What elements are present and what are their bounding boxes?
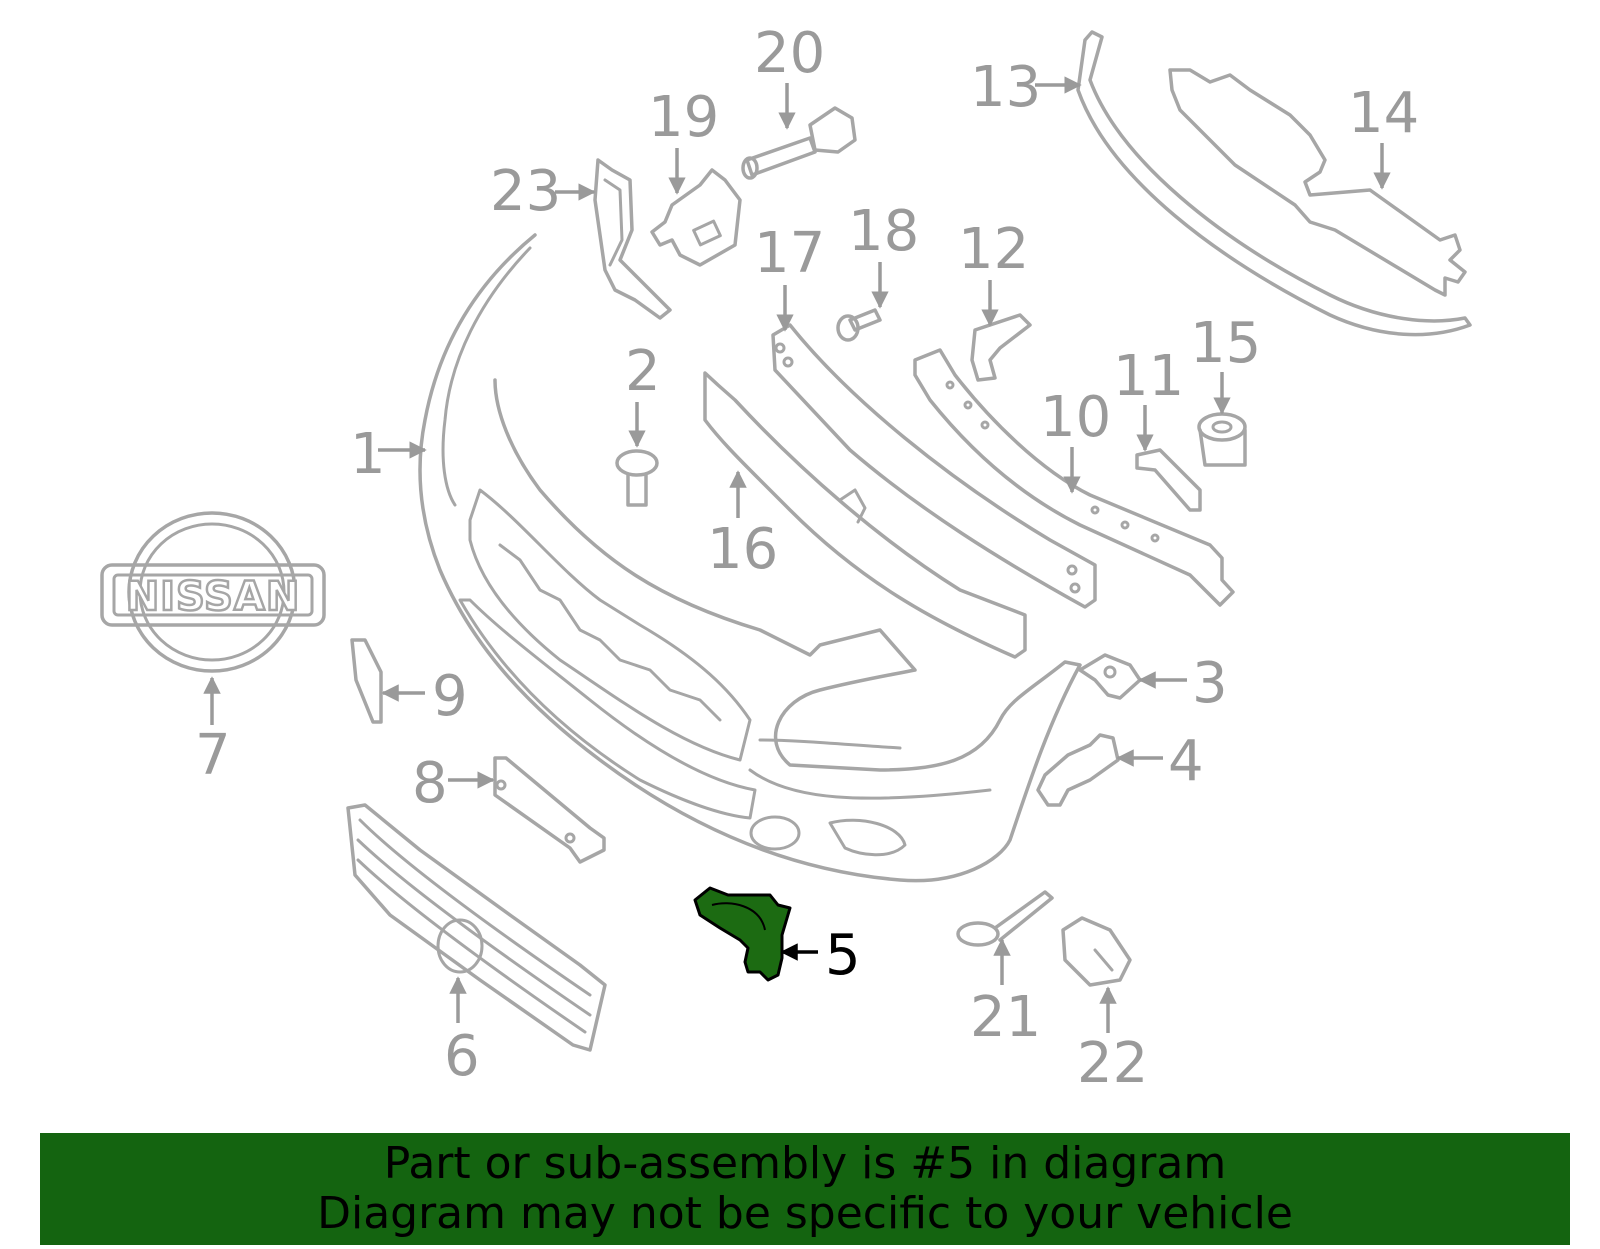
callout-10: 10 [1040,385,1111,450]
screw-part [836,308,882,342]
fastener-part [1036,733,1120,807]
cap-part [1061,916,1132,987]
banner-line-1: Part or sub-assembly is #5 in diagram [383,1138,1227,1189]
license-bracket-part [493,756,606,864]
callout-15: 15 [1190,311,1261,376]
callout-11: 11 [1113,344,1184,409]
reinforcement-bar-part [771,323,1097,609]
bolt-part [741,106,857,180]
mounting-rail-part [913,348,1235,607]
grommet-part [1197,412,1247,467]
callout-22: 22 [1077,1031,1148,1096]
small-bracket-part [970,313,1032,382]
info-banner: Part or sub-assembly is #5 in diagram Di… [40,1133,1570,1245]
banner-line-2: Diagram may not be specific to your vehi… [317,1188,1293,1239]
side-plate-part [350,638,383,724]
callout-18: 18 [848,199,919,264]
callout-6: 6 [444,1024,480,1089]
callout-20: 20 [754,21,825,86]
tow-hook-part [956,890,1054,947]
side-bracket-part [593,158,672,320]
callout-17: 17 [754,221,825,286]
callout-2: 2 [625,339,661,404]
clip-nut-part [1078,653,1142,700]
emblem-badge-text: NISSAN [126,574,301,620]
trim-strip-part [1076,30,1472,337]
sensor-unit-part [650,168,742,267]
callout-14: 14 [1348,81,1419,146]
nissan-emblem-part: NISSAN [100,511,326,673]
callout-8: 8 [412,751,448,816]
callout-16: 16 [707,517,778,582]
callout-12: 12 [958,217,1029,282]
callout-4: 4 [1168,729,1204,794]
callout-3: 3 [1192,651,1228,716]
grille-part [346,803,607,1052]
push-clip-part [615,449,659,507]
callout-5[interactable]: 5 [825,923,861,988]
callout-23: 23 [490,159,561,224]
splash-guard-part [1168,68,1467,297]
callout-21: 21 [970,985,1041,1050]
energy-absorber-part [703,371,1027,659]
callout-9: 9 [432,664,468,729]
callout-1: 1 [350,422,386,487]
highlighted-part-5 [693,886,792,982]
callout-arrows [203,76,1391,1033]
callout-labels: 1 2 3 4 5 6 7 8 9 10 11 12 13 14 15 16 1… [195,21,1419,1096]
callout-19: 19 [648,85,719,150]
callout-7: 7 [195,723,231,788]
bumper-fascia [418,233,1082,883]
side-support-part [1135,448,1202,512]
callout-13: 13 [970,55,1041,120]
